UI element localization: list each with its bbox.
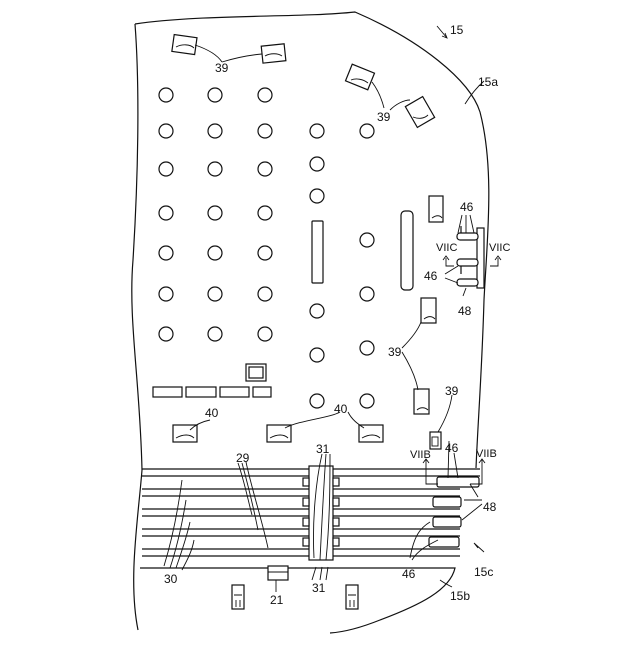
label-viic-left: VIIC bbox=[436, 242, 457, 254]
label-viib-left: VIIB bbox=[410, 449, 431, 461]
bracket-upper bbox=[457, 226, 484, 288]
rect-row bbox=[153, 364, 271, 397]
label-31-top: 31 bbox=[316, 442, 330, 456]
label-48-upper: 48 bbox=[458, 304, 472, 318]
label-48-lower: 48 bbox=[483, 500, 497, 514]
label-15a: 15a bbox=[478, 75, 498, 89]
label-39-lower: 39 bbox=[445, 384, 459, 398]
label-40-right: 40 bbox=[334, 402, 348, 416]
clip-40-group bbox=[173, 425, 383, 442]
label-30: 30 bbox=[164, 572, 178, 586]
label-39-upper-right: 39 bbox=[377, 110, 391, 124]
label-15: 15 bbox=[450, 23, 464, 37]
label-39-top: 39 bbox=[215, 61, 229, 75]
label-15c: 15c bbox=[474, 565, 493, 579]
label-viic-right: VIIC bbox=[489, 242, 510, 254]
label-46-upper: 46 bbox=[460, 200, 474, 214]
label-31-bottom: 31 bbox=[312, 581, 326, 595]
hole-grid bbox=[159, 88, 374, 408]
center-slot bbox=[312, 221, 323, 283]
label-21: 21 bbox=[270, 593, 284, 607]
label-29: 29 bbox=[236, 451, 250, 465]
side-slot bbox=[401, 211, 413, 290]
label-15b: 15b bbox=[450, 589, 470, 603]
label-39-middle: 39 bbox=[388, 345, 402, 359]
label-viib-right: VIIB bbox=[476, 448, 497, 460]
label-46-lower-right: 46 bbox=[445, 441, 459, 455]
label-46-middle: 46 bbox=[424, 269, 438, 283]
label-46-bottom: 46 bbox=[402, 567, 416, 581]
label-40-left: 40 bbox=[205, 406, 219, 420]
bottom-parts bbox=[232, 566, 358, 609]
